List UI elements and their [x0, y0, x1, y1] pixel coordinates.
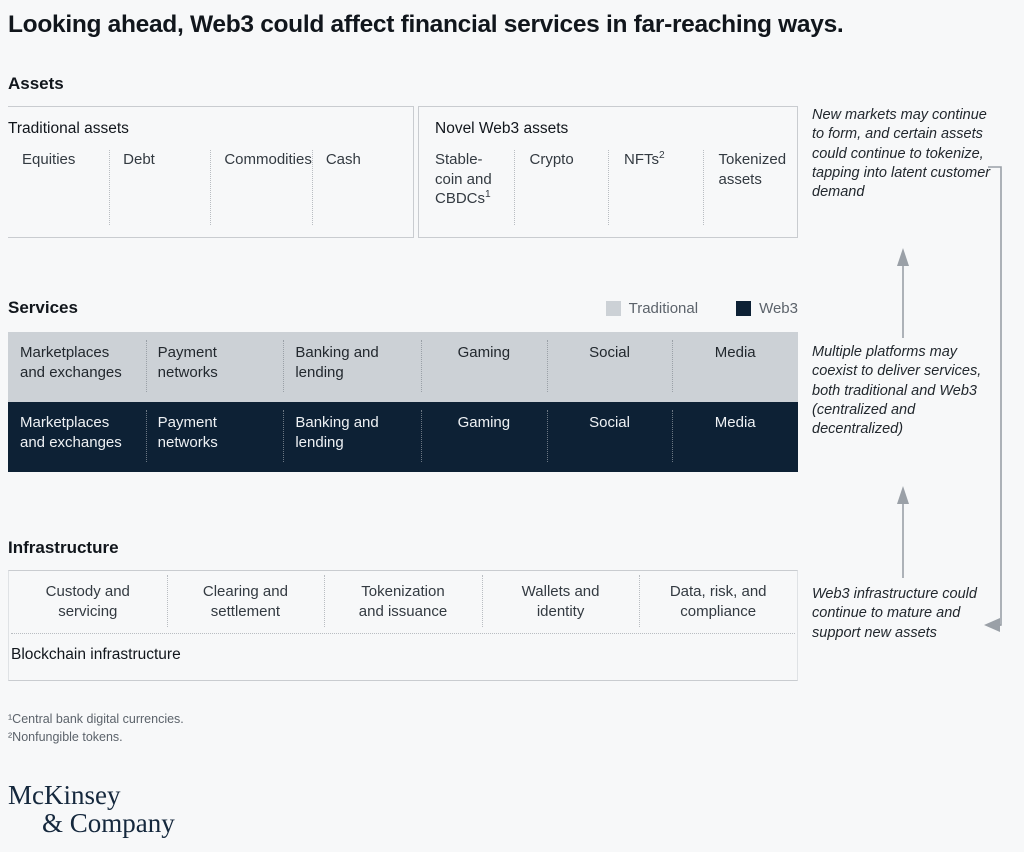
section-heading-services: Services	[8, 298, 78, 317]
services-legend: Traditional Web3	[605, 300, 798, 317]
service-cell-social-traditional: Social	[546, 332, 673, 402]
legend-label-web3: Web3	[759, 300, 798, 317]
service-cell-social-web3: Social	[546, 402, 673, 472]
asset-cell-equities: Equities	[22, 151, 76, 168]
service-cell-gaming-web3: Gaming	[421, 402, 547, 472]
assets-table: Traditional assets Equities Debt Commodi…	[8, 106, 798, 238]
asset-cell-debt: Debt	[109, 150, 210, 237]
legend-swatch-traditional	[605, 301, 621, 316]
asset-cell-crypto: Crypto	[513, 150, 609, 237]
page-title: Looking ahead, Web3 could affect financi…	[8, 11, 844, 38]
section-heading-infrastructure: Infrastructure	[8, 538, 119, 557]
legend-label-traditional: Traditional	[628, 300, 699, 317]
footnote-2: ²Nonfungible tokens.	[8, 730, 123, 745]
asset-cell-cash: Cash	[311, 150, 413, 237]
arrow-up-infrastructure-to-services	[897, 486, 909, 578]
section-heading-assets: Assets	[8, 74, 64, 93]
footnote-1: ¹Central bank digital currencies.	[8, 712, 184, 726]
footnotes: ¹Central bank digital currencies. ²Nonfu…	[8, 710, 184, 746]
logo-line-mckinsey: McKinsey	[8, 780, 121, 810]
legend-swatch-web3	[736, 301, 752, 316]
mckinsey-logo: McKinsey & Company	[8, 780, 175, 838]
annotation-infrastructure: Web3 infrastructure could continue to ma…	[812, 586, 977, 641]
asset-group-label-traditional: Traditional assets	[8, 120, 129, 137]
service-cell-gaming-traditional: Gaming	[421, 332, 547, 402]
asset-group-label-novel-web3: Novel Web3 assets	[435, 120, 569, 137]
legend-item-traditional: Traditional	[605, 300, 699, 317]
infrastructure-divider	[11, 633, 795, 634]
annotation-assets: New markets may continue to form, and ce…	[812, 107, 991, 201]
infrastructure-base-layer: Blockchain infrastructure	[11, 646, 181, 663]
arrow-up-services-to-assets	[897, 248, 909, 338]
asset-cell-commodities: Commodities	[210, 150, 312, 237]
legend-item-web3: Web3	[736, 300, 798, 317]
service-cell-media-web3: Media	[672, 402, 798, 472]
annotation-services: Multiple platforms may coexist to delive…	[812, 344, 982, 438]
asset-group-traditional: Traditional assets Equities Debt Commodi…	[8, 106, 414, 238]
logo-line-company: & Company	[42, 807, 175, 838]
service-cell-media-traditional: Media	[672, 332, 798, 402]
asset-cell-nfts: NFTs2	[608, 150, 703, 237]
